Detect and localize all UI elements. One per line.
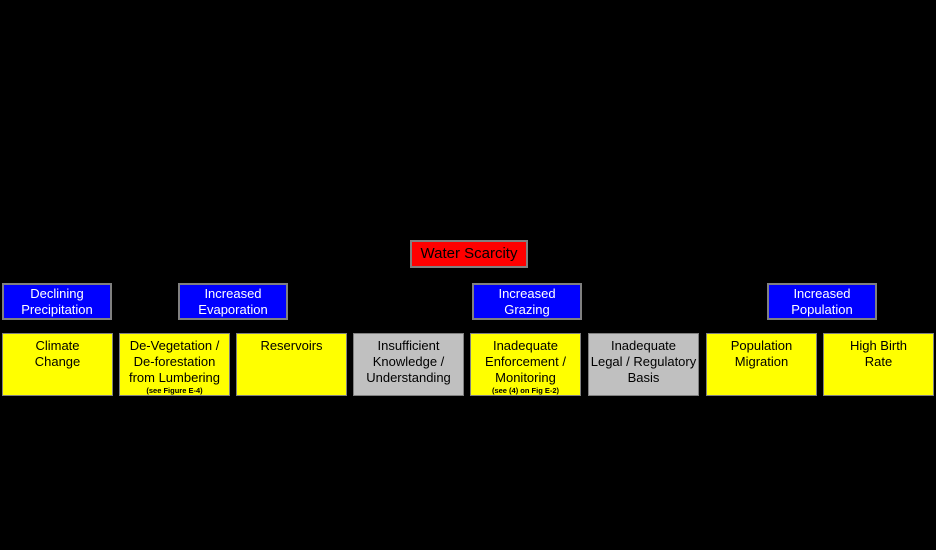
node-reference-note: (see (4) on Fig E-2) <box>491 385 560 395</box>
node-label: Reservoirs <box>260 338 323 353</box>
node-increased-grazing: Increased Grazing <box>472 283 582 320</box>
node-label: Climate Change <box>34 338 81 369</box>
node-label: Inadequate Legal / Regulatory Basis <box>590 338 697 385</box>
node-reference-note: (see Figure E-4) <box>146 385 203 395</box>
node-climate-change: Climate Change <box>2 333 113 396</box>
node-reservoirs: Reservoirs <box>236 333 347 396</box>
node-label: Increased Population <box>791 285 853 317</box>
node-water-scarcity: Water Scarcity <box>410 240 528 268</box>
node-declining-precipitation: Declining Precipitation <box>2 283 112 320</box>
node-increased-population: Increased Population <box>767 283 877 320</box>
node-label: Inadequate Enforcement / Monitoring <box>485 338 566 385</box>
node-label: Increased Evaporation <box>198 285 268 317</box>
node-devegetation-deforestation: De-Vegetation / De-forestation from Lumb… <box>119 333 230 396</box>
node-label: High Birth Rate <box>849 338 908 369</box>
node-inadequate-legal-basis: Inadequate Legal / Regulatory Basis <box>588 333 699 396</box>
node-label: Water Scarcity <box>420 244 518 262</box>
node-population-migration: Population Migration <box>706 333 817 396</box>
node-insufficient-knowledge: Insufficient Knowledge / Understanding <box>353 333 464 396</box>
node-label: Increased Grazing <box>498 285 556 317</box>
node-label: Population Migration <box>730 338 793 369</box>
node-label: Insufficient Knowledge / Understanding <box>366 338 451 385</box>
node-high-birth-rate: High Birth Rate <box>823 333 934 396</box>
node-label: De-Vegetation / De-forestation from Lumb… <box>128 338 221 385</box>
node-increased-evaporation: Increased Evaporation <box>178 283 288 320</box>
node-label: Declining Precipitation <box>21 285 93 317</box>
node-inadequate-enforcement: Inadequate Enforcement / Monitoring (see… <box>470 333 581 396</box>
